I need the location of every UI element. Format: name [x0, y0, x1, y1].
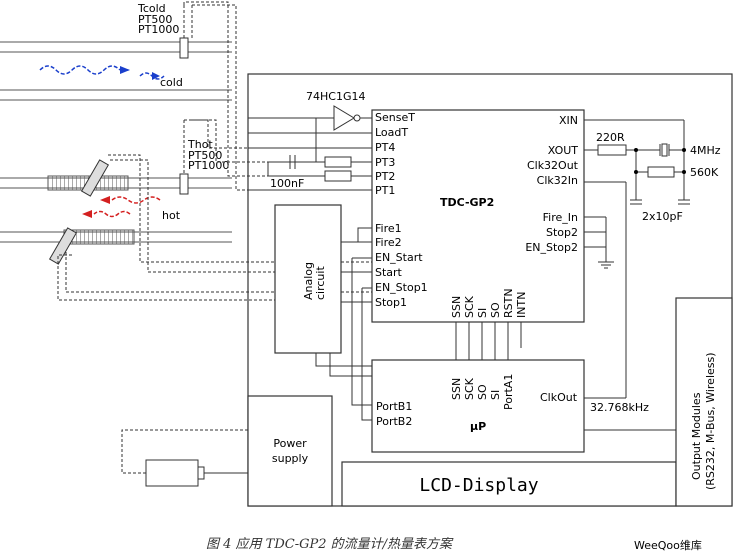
pin-fire1: Fire1	[375, 222, 402, 235]
up-pin-ssn: SSN	[450, 378, 463, 400]
pin-intn: INTN	[515, 292, 528, 318]
microcontroller-block	[371, 359, 585, 453]
clock-frequency: 32.768kHz	[590, 401, 649, 414]
pin-xout: XOUT	[548, 144, 579, 157]
pin-clk32out: Clk32Out	[527, 159, 579, 172]
up-pin-si: SI	[489, 390, 502, 400]
hot-sensor-type-1: PT500	[188, 149, 222, 162]
pin-si: SI	[476, 308, 489, 318]
pin-pt1: PT1	[375, 184, 395, 197]
cold-sensor-type-2: PT1000	[138, 23, 179, 36]
cold-label: cold	[160, 76, 183, 89]
tdc-right-pins: XIN XOUT Clk32Out Clk32In Fire_In Stop2 …	[525, 114, 578, 254]
tdc-bottom-pins: SSN SCK SI SO RSTN INTN	[450, 288, 528, 318]
up-pin-porta1: PortA1	[502, 374, 515, 410]
crystal-network	[584, 119, 690, 398]
cold-arrow-head	[120, 66, 130, 74]
ultrasonic-transducer-top	[80, 159, 110, 197]
analog-circuit-block	[274, 204, 342, 354]
pin-pt2: PT2	[375, 170, 395, 183]
up-pin-clkout: ClkOut	[540, 391, 578, 404]
watermark: WeeQoo维库	[634, 539, 702, 552]
up-pin-portb2: PortB2	[376, 415, 412, 428]
stop2-wiring	[584, 216, 614, 269]
pin-fire-in: Fire_In	[543, 211, 578, 224]
xtal-frequency: 4MHz	[690, 144, 721, 157]
hot-sensor	[179, 120, 189, 195]
power-label-2: supply	[272, 452, 309, 465]
hot-label: hot	[162, 209, 181, 222]
cold-pipe	[0, 41, 232, 101]
output-label-2: (RS232, M-Bus, Wireless)	[704, 352, 717, 490]
cold-sensor	[179, 5, 193, 59]
reference-capacitor	[268, 155, 316, 169]
power-label-1: Power	[273, 437, 307, 450]
pin-start: Start	[375, 266, 403, 279]
tdc-gp2-chip	[371, 109, 585, 323]
spi-bus	[315, 322, 522, 377]
hot-flow-arrow	[111, 196, 161, 204]
pin-senset: SenseT	[375, 111, 415, 124]
tdc-gp2-title: TDC-GP2	[440, 196, 494, 209]
schmitt-trigger-label: 74HC1G14	[306, 90, 365, 103]
pin-sck: SCK	[463, 295, 476, 318]
pin-so: SO	[489, 302, 502, 318]
battery	[121, 429, 248, 487]
up-top-pins: SSN SCK SO SI PortA1	[450, 374, 515, 410]
lcd-label: LCD-Display	[419, 475, 538, 496]
pin-stop1: Stop1	[375, 296, 407, 309]
pin-pt4: PT4	[375, 141, 395, 154]
up-pin-so: SO	[476, 384, 489, 400]
analog-wires	[341, 227, 372, 421]
pin-clk32in: Clk32In	[537, 174, 578, 187]
hot-sensor-name: Thot	[187, 138, 213, 151]
pin-xin: XIN	[559, 114, 578, 127]
up-pin-portb1: PortB1	[376, 400, 412, 413]
ultrasonic-transducer-bottom	[48, 227, 78, 265]
pin-fire2: Fire2	[375, 236, 402, 249]
microcontroller-title: µP	[470, 420, 486, 433]
pin-loadt: LoadT	[375, 126, 408, 139]
cold-sensor-name: Tcold	[137, 2, 166, 15]
output-label-1: Output Modules	[690, 392, 703, 480]
trigger-wires	[248, 117, 372, 148]
capacitor-value: 100nF	[270, 177, 304, 190]
xtal-resistor-value: 220R	[596, 131, 625, 144]
pt-network	[248, 147, 372, 191]
analog-label-1: Analog	[302, 262, 315, 300]
hot-sensor-type-2: PT1000	[188, 159, 229, 172]
pin-stop2: Stop2	[546, 226, 578, 239]
figure-caption: 图 4 应用 TDC-GP2 的流量计/热量表方案	[206, 536, 454, 552]
pin-ssn: SSN	[450, 296, 463, 318]
xtal-caps: 2x10pF	[642, 210, 683, 223]
analog-label-2: circuit	[314, 266, 327, 300]
pin-en-stop1: EN_Stop1	[375, 281, 428, 294]
pin-en-stop2: EN_Stop2	[525, 241, 578, 254]
schmitt-trigger-symbol	[333, 105, 355, 131]
up-pin-sck: SCK	[463, 377, 476, 400]
pin-rstn: RSTN	[502, 288, 515, 318]
output-modules-block	[675, 297, 733, 507]
tdc-left-pins: SenseT LoadT PT4 PT3 PT2 PT1 Fire1 Fire2…	[375, 111, 428, 309]
power-supply-block	[247, 395, 333, 507]
pin-pt3: PT3	[375, 156, 395, 169]
cold-sensor-type-1: PT500	[138, 13, 172, 26]
xtal-resistor-2: 560K	[690, 166, 719, 179]
pin-en-start: EN_Start	[375, 251, 423, 264]
cold-flow-arrow	[39, 65, 121, 75]
lcd-display	[341, 461, 677, 507]
